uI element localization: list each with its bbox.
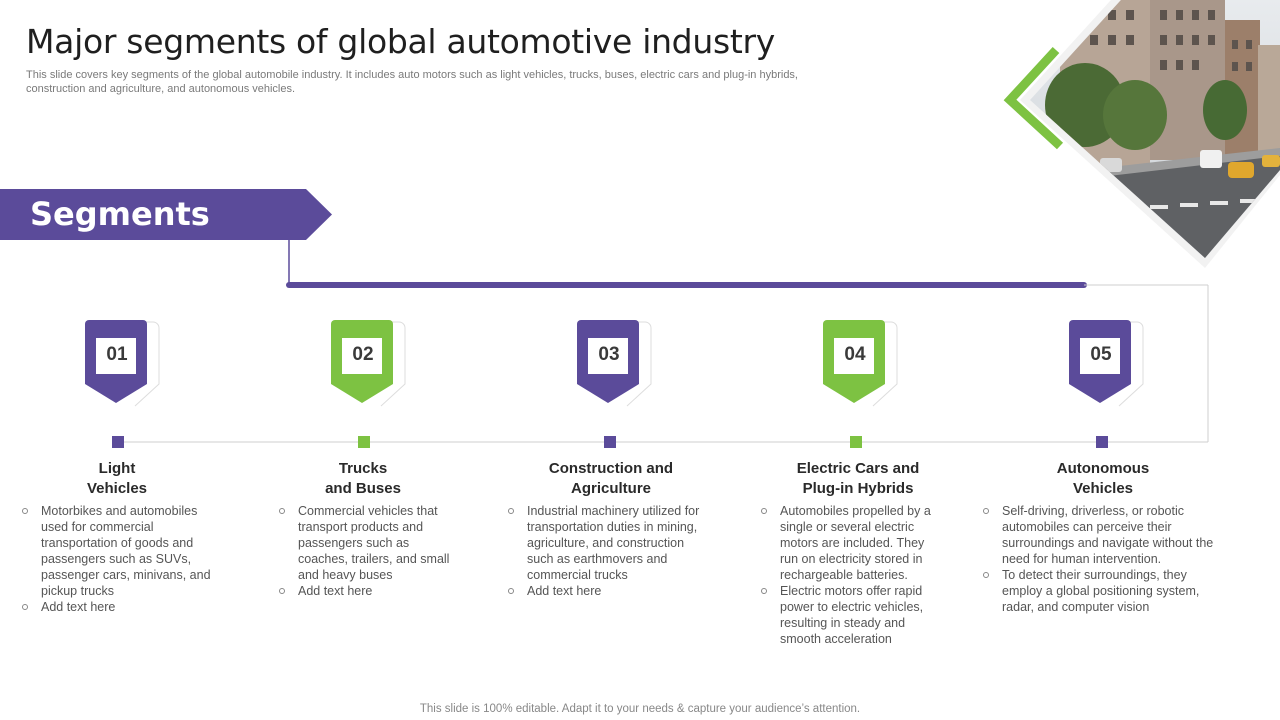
- segment-bullets-light-vehicles: Motorbikes and automobiles used for comm…: [22, 503, 214, 615]
- segments-banner-label: Segments: [30, 195, 210, 233]
- timeline-connector: [118, 240, 1209, 443]
- slide-subtitle: This slide covers key segments of the gl…: [26, 69, 798, 95]
- segment-badge-01: 01: [83, 318, 163, 410]
- segment-marker: [1096, 436, 1108, 448]
- segment-marker: [604, 436, 616, 448]
- segment-marker: [358, 436, 370, 448]
- segment-badge-05: 05: [1067, 318, 1147, 410]
- segment-badge-04: 04: [821, 318, 901, 410]
- bullet-item: Automobiles propelled by a single or sev…: [761, 503, 945, 583]
- bullet-item: Self-driving, driverless, or robotic aut…: [983, 503, 1221, 567]
- bullet-item: Electric motors offer rapid power to ele…: [761, 583, 945, 647]
- segment-number: 02: [352, 344, 374, 365]
- bullet-item: Add text here: [508, 583, 713, 599]
- segment-bullets-trucks-buses: Commercial vehicles that transport produ…: [279, 503, 459, 599]
- segment-number: 04: [844, 344, 866, 365]
- bullet-item: To detect their surroundings, they emplo…: [983, 567, 1221, 615]
- bullet-item: Motorbikes and automobiles used for comm…: [22, 503, 214, 599]
- segment-bullets-electric-hybrids: Automobiles propelled by a single or sev…: [761, 503, 945, 647]
- segment-bullets-autonomous-vehicles: Self-driving, driverless, or robotic aut…: [983, 503, 1221, 615]
- segment-bullets-construction-agriculture: Industrial machinery utilized for transp…: [508, 503, 713, 599]
- bullet-item: Add text here: [22, 599, 214, 615]
- segment-badge-03: 03: [575, 318, 655, 410]
- bullet-item: Commercial vehicles that transport produ…: [279, 503, 459, 583]
- segment-number: 05: [1090, 344, 1112, 365]
- segment-marker: [112, 436, 124, 448]
- bullet-item: Add text here: [279, 583, 459, 599]
- segment-marker: [850, 436, 862, 448]
- segment-number: 01: [106, 344, 128, 365]
- bullet-item: Industrial machinery utilized for transp…: [508, 503, 713, 583]
- segments-banner-shape: [0, 189, 332, 240]
- segment-number: 03: [598, 344, 620, 365]
- slide-footer: This slide is 100% editable. Adapt it to…: [419, 703, 861, 715]
- segment-badge-02: 02: [329, 318, 409, 410]
- slide-title: Major segments of global automotive indu…: [26, 22, 775, 61]
